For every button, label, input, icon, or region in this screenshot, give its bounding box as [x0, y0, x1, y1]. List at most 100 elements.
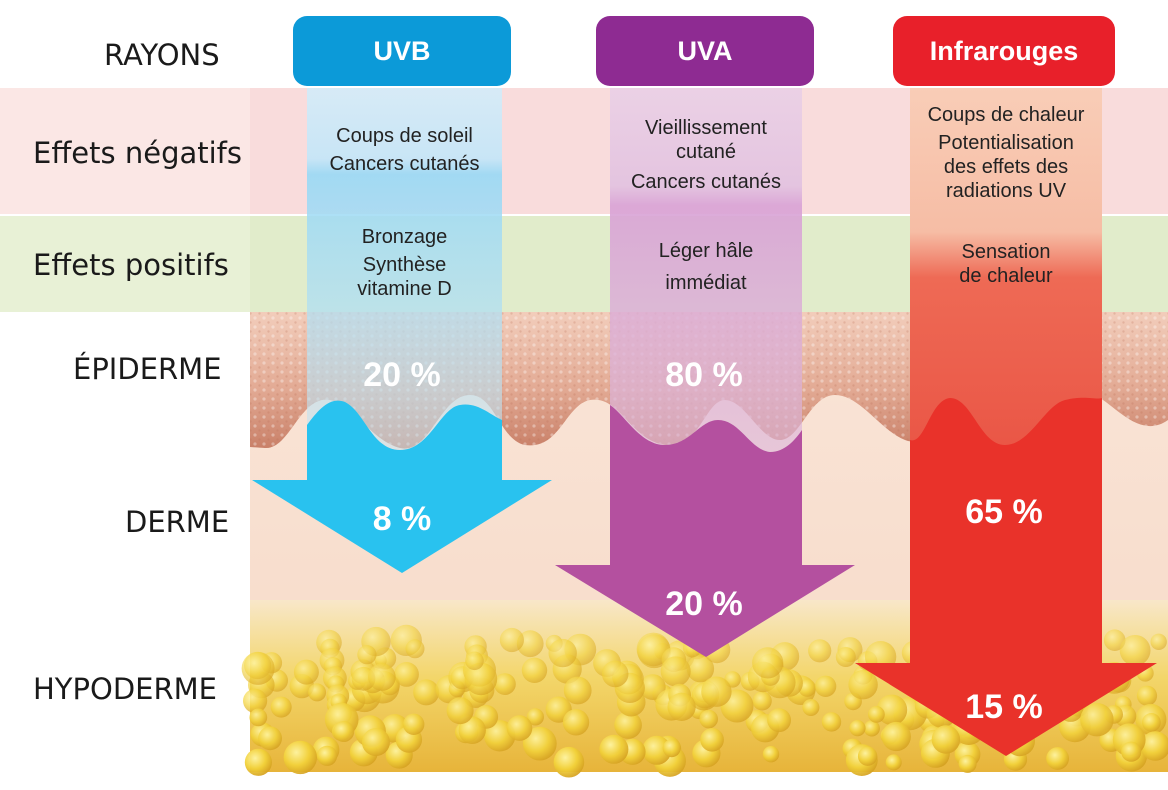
effect-text: Cancers cutanés: [630, 171, 782, 193]
fat-cell: [357, 645, 377, 665]
uva-wave: [610, 405, 802, 565]
fat-cell: [599, 734, 629, 764]
fat-cell: [660, 656, 691, 687]
effect-text: radiations UV: [945, 180, 1067, 202]
effect-text: cutané: [675, 141, 737, 163]
fat-cell: [308, 683, 327, 702]
fat-cell: [931, 725, 961, 754]
row-label-dermis: DERME: [125, 505, 230, 539]
fat-cell: [876, 694, 908, 726]
uva-positive-effects: Léger hâle immédiat: [610, 232, 802, 302]
fat-cell: [701, 676, 732, 707]
fat-cell: [699, 709, 718, 729]
fat-cell: [857, 746, 878, 766]
uvb-wave: [307, 400, 502, 480]
fat-cell: [368, 663, 396, 691]
fat-cell: [241, 651, 275, 685]
fat-cell: [868, 706, 885, 723]
ir-wave: [910, 397, 1102, 665]
fat-cell: [521, 657, 548, 683]
effect-text: Potentialisation: [938, 132, 1074, 154]
uvb-positive-effects: Bronzage Synthèse vitamine D: [307, 222, 502, 304]
ir-arrow: [855, 663, 1157, 756]
fat-cell: [802, 699, 820, 716]
fat-cell: [244, 748, 272, 776]
fat-cell: [249, 708, 268, 727]
infrared-hypodermis-percent: 15 %: [965, 688, 1043, 726]
fat-cell: [458, 716, 486, 744]
effect-text: Coups de soleil: [336, 125, 473, 147]
fat-cell: [522, 726, 557, 761]
row-label-epidermis: ÉPIDERME: [73, 352, 222, 386]
fat-cell: [1136, 685, 1158, 706]
uvb-epidermis-percent: 20 %: [363, 356, 441, 394]
fat-cell: [553, 746, 585, 778]
infrared-positive-effects: Sensation de chaleur: [910, 236, 1102, 292]
fat-cell: [885, 754, 902, 771]
fat-cell: [767, 708, 791, 733]
effect-text: Synthèse: [362, 254, 447, 276]
fat-cell: [848, 670, 878, 700]
fat-cell: [403, 713, 425, 735]
fat-cell: [506, 715, 533, 741]
fat-cell: [562, 709, 590, 736]
effect-text: de chaleur: [959, 265, 1053, 287]
fat-cell: [1080, 703, 1114, 737]
ray-tab-infrared: Infrarouges: [893, 16, 1115, 86]
effect-text: des effets des: [943, 156, 1069, 178]
infrared-dermis-percent: 65 %: [965, 493, 1043, 531]
effect-text: Sensation: [961, 241, 1051, 263]
fat-cell: [446, 697, 474, 725]
fat-cell: [614, 711, 642, 739]
fat-cell: [639, 674, 666, 700]
fat-cell: [835, 647, 856, 667]
fat-cell: [1121, 741, 1142, 762]
effect-text: Léger hâle: [658, 240, 754, 262]
fat-cell: [243, 688, 268, 714]
fat-cell: [1103, 629, 1126, 651]
effect-text: immédiat: [665, 272, 747, 294]
uva-arrow: [555, 565, 855, 657]
fat-cell: [601, 660, 629, 688]
fat-cell: [814, 675, 837, 697]
fat-cell: [526, 708, 545, 726]
row-label-hypodermis: HYPODERME: [33, 672, 217, 706]
fat-cell: [686, 655, 715, 683]
fat-cell: [465, 651, 484, 671]
uva-hypodermis-percent: 20 %: [665, 585, 743, 623]
effect-text: Cancers cutanés: [329, 153, 480, 175]
uva-epidermis-percent: 80 %: [665, 356, 743, 394]
fat-cell: [258, 726, 282, 751]
fat-cell: [361, 728, 390, 757]
fat-cell: [667, 692, 696, 722]
fat-cell: [494, 673, 516, 695]
fat-cell: [863, 720, 880, 737]
fat-cell: [317, 745, 338, 766]
fat-cell: [808, 639, 832, 663]
fat-cell: [752, 647, 784, 679]
fat-cell: [1150, 633, 1167, 650]
fat-cell: [413, 679, 440, 706]
fat-cell: [405, 639, 425, 659]
fat-cell: [464, 662, 498, 696]
fat-cell: [700, 728, 724, 752]
fat-cell: [762, 746, 780, 763]
fat-cell: [270, 696, 292, 718]
fat-cell: [958, 754, 977, 773]
fat-cell: [283, 740, 317, 775]
effect-text: vitamine D: [357, 278, 452, 300]
uvb-arrow: [252, 480, 552, 573]
fat-cell: [821, 712, 842, 732]
uvb-dermis-percent: 8 %: [372, 500, 432, 538]
ray-tab-uva: UVA: [596, 16, 814, 86]
effect-text: Coups de chaleur: [927, 104, 1085, 126]
row-label-rays: RAYONS: [104, 38, 220, 72]
fat-cell: [548, 638, 577, 668]
ray-tab-uvb: UVB: [293, 16, 511, 86]
fat-cell: [1046, 747, 1069, 770]
fat-cell: [394, 662, 419, 687]
fat-cell: [881, 721, 911, 752]
uva-negative-effects: Vieillissement cutané Cancers cutanés: [610, 110, 802, 200]
